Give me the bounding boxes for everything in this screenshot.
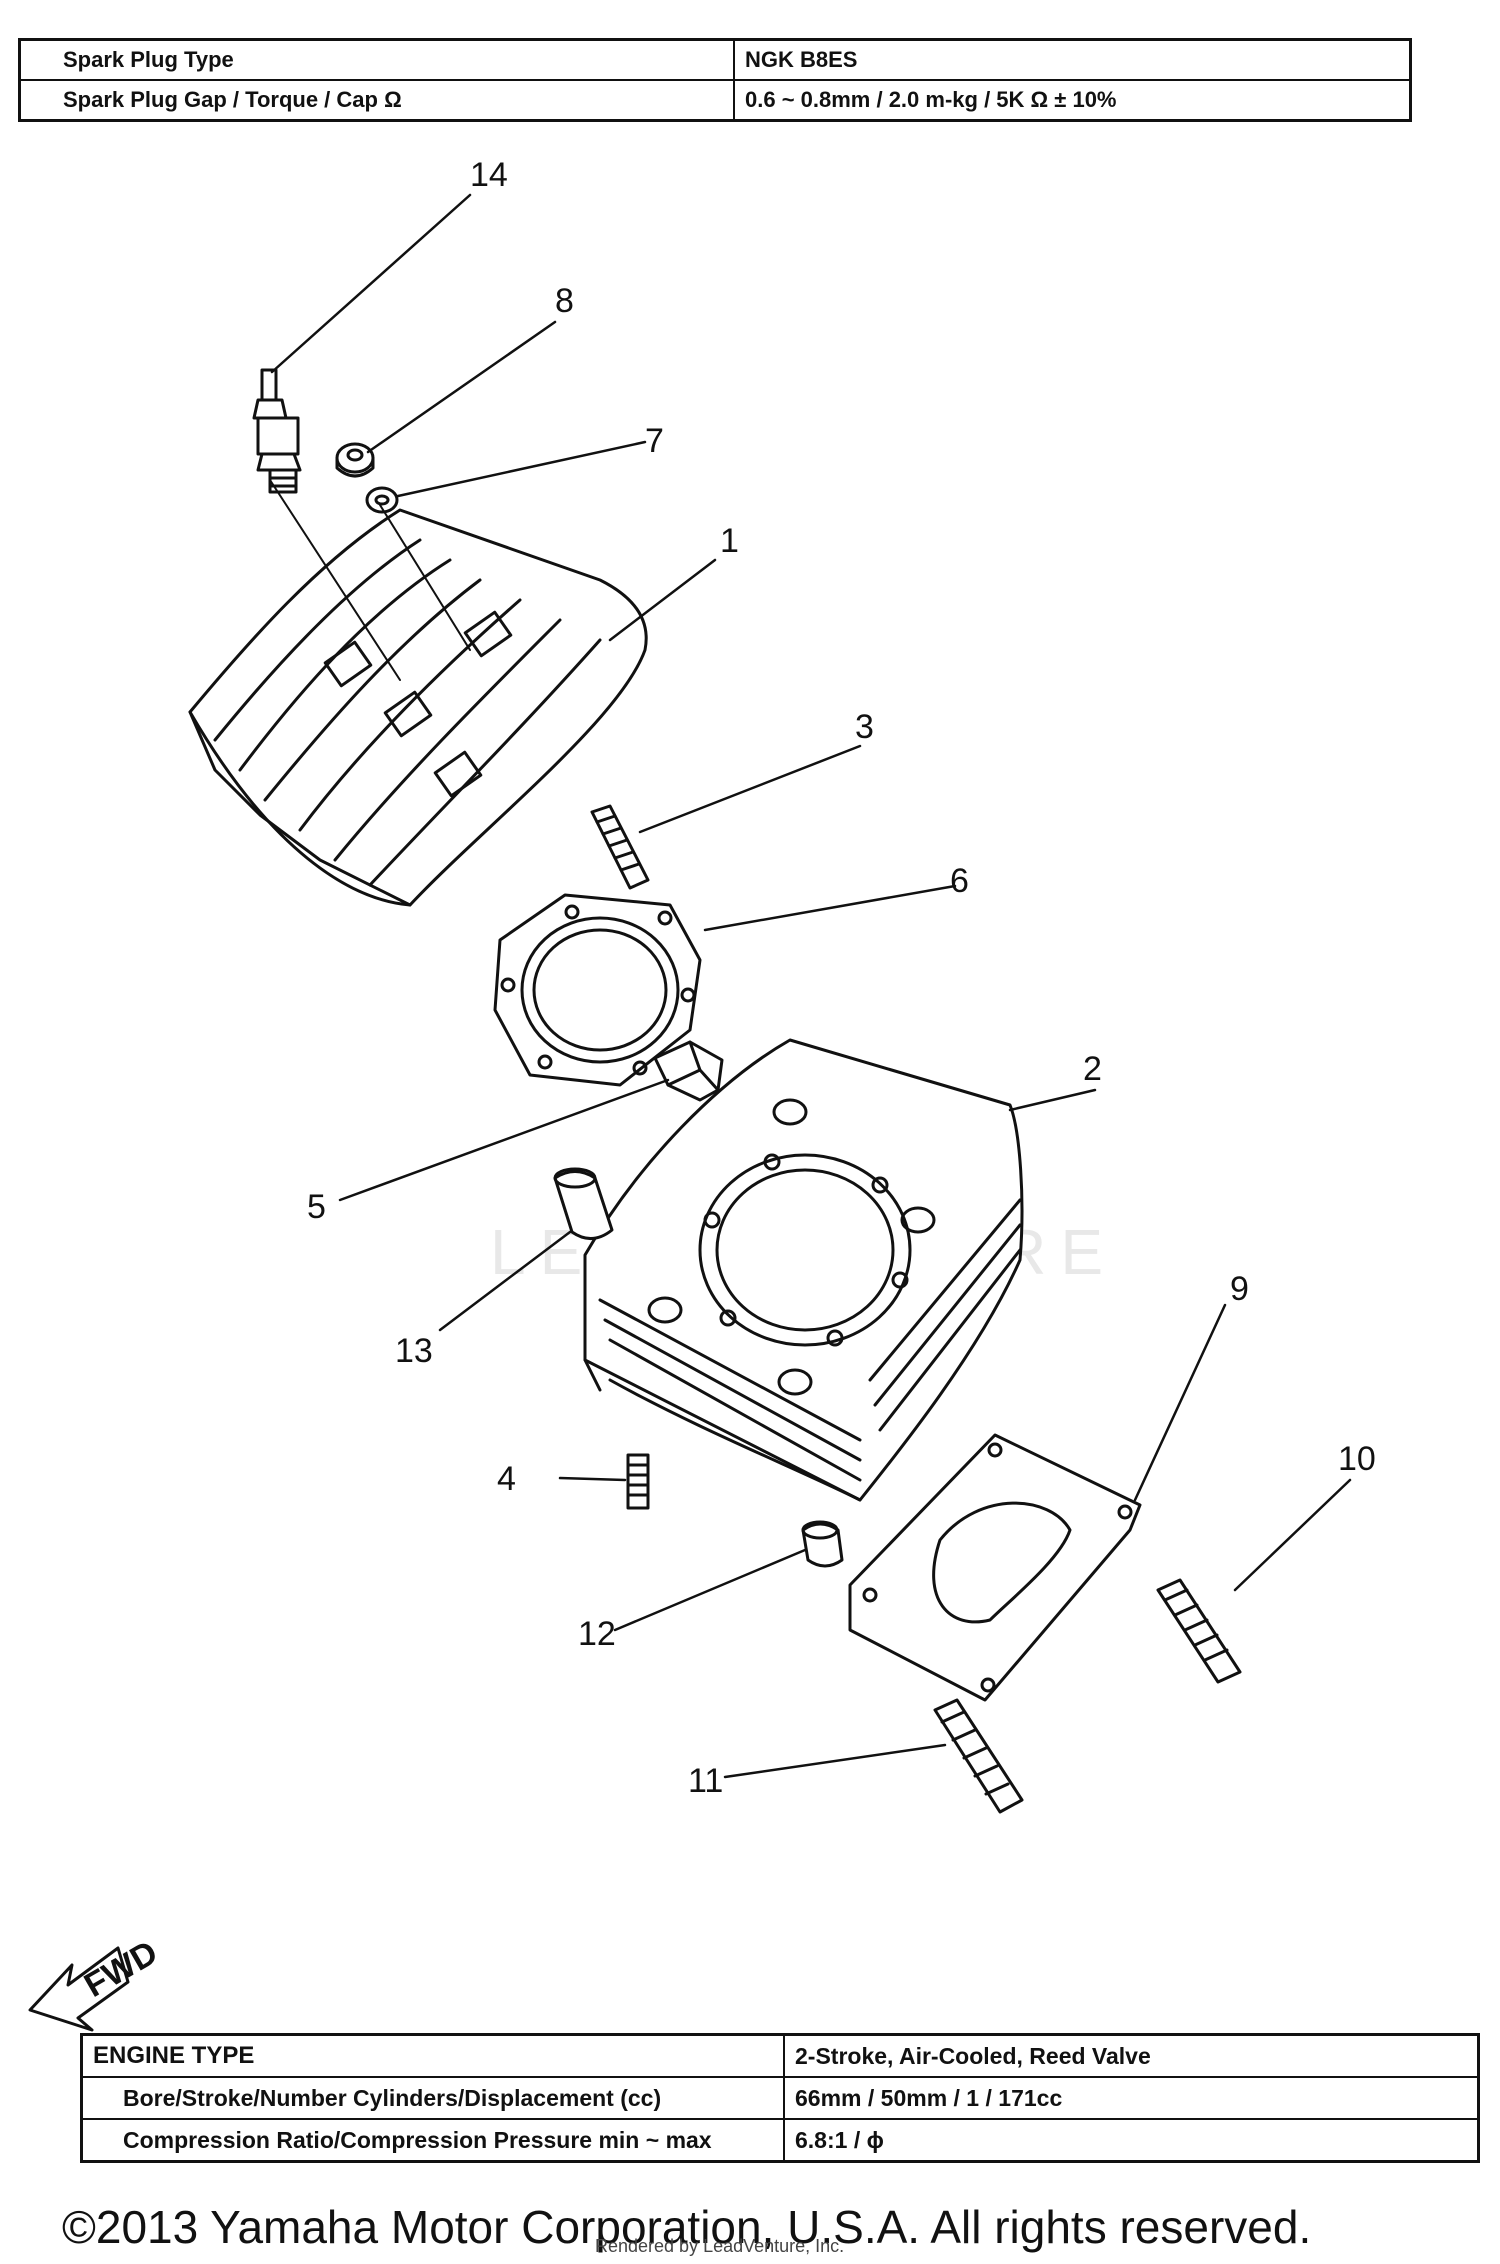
- spec-row: ENGINE TYPE 2-Stroke, Air-Cooled, Reed V…: [80, 2033, 1480, 2078]
- callout-11: 11: [688, 1762, 723, 1800]
- callout-13: 13: [395, 1332, 433, 1370]
- spec-row: Spark Plug Gap / Torque / Cap Ω 0.6 ~ 0.…: [18, 79, 1412, 122]
- cylinder-stud-part: [626, 1453, 650, 1510]
- callout-9: 9: [1230, 1270, 1249, 1308]
- spec-value: NGK B8ES: [733, 38, 1412, 81]
- rendered-by-note: Rendered by LeadVenture, Inc.: [595, 2236, 845, 2256]
- dowel-part: [553, 1167, 614, 1240]
- spec-value: 6.8:1 / ϕ: [783, 2118, 1480, 2163]
- fitting-part: [653, 1040, 724, 1102]
- spec-label: ENGINE TYPE: [80, 2033, 785, 2078]
- spec-label: Spark Plug Gap / Torque / Cap Ω: [18, 79, 735, 122]
- spark-plug-part: [252, 368, 302, 494]
- spec-label: Spark Plug Type: [18, 38, 735, 81]
- callout-5: 5: [307, 1188, 326, 1226]
- callout-10: 10: [1338, 1440, 1376, 1478]
- cylinder-part: [583, 1038, 1024, 1502]
- washer-part: [365, 486, 399, 514]
- spec-label: Bore/Stroke/Number Cylinders/Displacemen…: [80, 2076, 785, 2120]
- callout-1: 1: [720, 522, 739, 560]
- forward-arrow-icon: [28, 1946, 130, 2032]
- dowel-pin-part: [801, 1520, 844, 1568]
- callout-7: 7: [645, 422, 664, 460]
- spec-label: Compression Ratio/Compression Pressure m…: [80, 2118, 785, 2163]
- base-gasket-part: [848, 1433, 1142, 1702]
- head-gasket-part: [493, 893, 702, 1087]
- callout-2: 2: [1083, 1050, 1102, 1088]
- spec-value: 66mm / 50mm / 1 / 171cc: [783, 2076, 1480, 2120]
- head-stud-part: [590, 804, 650, 890]
- callout-6: 6: [950, 862, 969, 900]
- spec-row: Spark Plug Type NGK B8ES: [18, 38, 1412, 81]
- fwd-label: FWD: [78, 1933, 164, 2005]
- lower-stud-part: [933, 1698, 1024, 1814]
- leader-lines: [270, 193, 1352, 1779]
- spec-row: Bore/Stroke/Number Cylinders/Displacemen…: [80, 2076, 1480, 2120]
- nut-part: [335, 442, 375, 478]
- long-stud-part: [1156, 1578, 1242, 1684]
- spec-value: 0.6 ~ 0.8mm / 2.0 m-kg / 5K Ω ± 10%: [733, 79, 1412, 122]
- callout-14: 14: [470, 156, 508, 194]
- spark-plug-spec-table: Spark Plug Type NGK B8ES Spark Plug Gap …: [18, 38, 1412, 122]
- callout-12: 12: [578, 1615, 616, 1653]
- callout-4: 4: [497, 1460, 516, 1498]
- callout-8: 8: [555, 282, 574, 320]
- spec-row: Compression Ratio/Compression Pressure m…: [80, 2118, 1480, 2163]
- spec-value: 2-Stroke, Air-Cooled, Reed Valve: [783, 2033, 1480, 2078]
- copyright-notice: ©2013 Yamaha Motor Corporation, U.S.A. A…: [62, 2201, 1312, 2253]
- callout-3: 3: [855, 708, 874, 746]
- cylinder-head-part: [188, 479, 648, 907]
- engine-spec-table: ENGINE TYPE 2-Stroke, Air-Cooled, Reed V…: [80, 2033, 1480, 2163]
